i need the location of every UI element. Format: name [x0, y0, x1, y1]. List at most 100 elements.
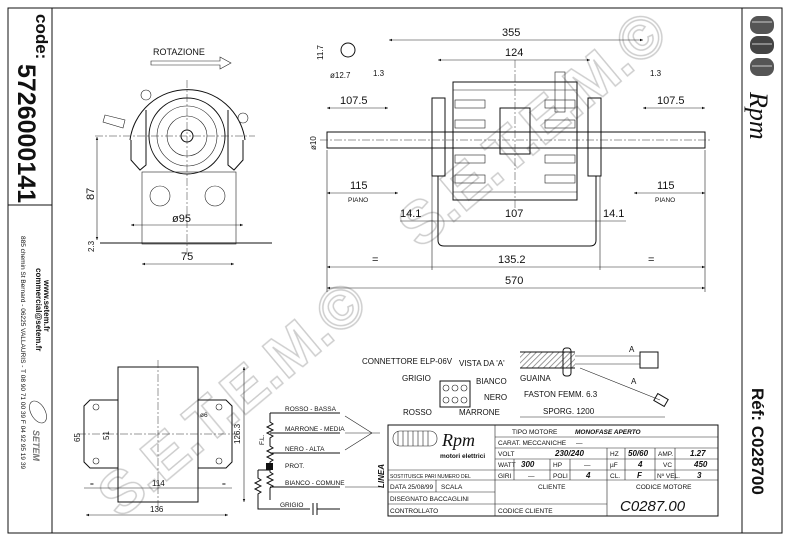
front-view: ROTAZIONE 87 2.3 ø95 75	[85, 47, 272, 266]
drawing-line	[326, 150, 706, 292]
offset-right-text: 14.1	[603, 208, 624, 220]
title-text: CONNETTORE ELP-06V	[362, 357, 453, 366]
cliente-text: CLIENTE	[538, 484, 566, 491]
drawing-line	[387, 424, 719, 517]
hp-label-text: HP	[553, 462, 562, 469]
dim-height: 87	[85, 188, 97, 200]
drawing-line	[562, 347, 572, 377]
view-text: VISTA DA 'A'	[459, 359, 505, 368]
drawing-line	[454, 154, 486, 164]
codice-cliente-text: CODICE CLIENTE	[498, 508, 553, 515]
rpm-coil-logo-small	[392, 430, 438, 447]
sheet-border	[7, 7, 783, 534]
dim-width: 75	[181, 251, 193, 263]
outer-text: 136	[150, 505, 164, 514]
drawing-line	[253, 470, 300, 510]
giri-value-text: —	[528, 473, 535, 480]
flat-label-text: PIANO	[655, 197, 675, 204]
drawing-line	[451, 396, 459, 404]
capacitor-icon	[300, 503, 340, 515]
carat-label-text: CARAT. MECCANICHE	[498, 440, 567, 447]
title-block: Rpm motori elettrici TIPO MOTORE MONOFAS…	[387, 424, 719, 517]
eq-text: =	[372, 254, 378, 266]
email: commercial@setem.fr	[34, 268, 43, 351]
drawing-line	[92, 457, 100, 465]
h1-text: 65	[73, 433, 82, 442]
vel-label-text: Nº VEL.	[657, 473, 680, 480]
flat-right-text: 115	[657, 180, 675, 192]
overall-inner-text: 355	[502, 27, 520, 39]
brand-text: Rpm	[441, 430, 475, 450]
gap-left-text: 1.3	[373, 69, 385, 78]
total-text: 570	[505, 275, 523, 287]
watt-label-text: WATT	[498, 462, 516, 469]
dim-thickness: 2.3	[87, 240, 96, 252]
code-label: code:	[32, 14, 51, 59]
drawing-line	[397, 431, 429, 446]
left-strip: code: 5726000141 www.setem.fr commercial…	[12, 14, 51, 469]
drawing-line	[439, 380, 471, 408]
4-text: GRIGIO	[280, 502, 303, 509]
rotation-label: ROTAZIONE	[153, 47, 205, 57]
tipo-label-text: TIPO MOTORE	[512, 429, 558, 436]
disegnato-text: DISEGNATO BACCAGLINI	[390, 496, 469, 503]
controllato-text: CONTROLLATO	[390, 508, 438, 515]
tipo-value-text: MONOFASE APERTO	[575, 429, 641, 436]
rpm-brand: Rpm	[744, 91, 773, 140]
volt-value-text: 230/240	[554, 449, 584, 458]
drawing-line	[266, 463, 273, 470]
amp-label-text: AMP.	[658, 451, 673, 458]
drawing-line	[129, 89, 246, 141]
dim-diameter: ø95	[172, 213, 191, 225]
drawing-line	[454, 119, 486, 129]
rosso-text: ROSSO	[403, 408, 432, 417]
side-view: 11.7 ø12.7 1.3 1.3 355 124 107.5 107.5 ø…	[309, 27, 712, 292]
brand-sub-text: motori elettrici	[440, 453, 485, 460]
hole-text: ø6	[200, 412, 208, 419]
brand-text: SETEM	[31, 430, 41, 462]
cl-value-text: F	[637, 471, 643, 480]
flat-h-text: 11.7	[316, 44, 325, 60]
flat-left-text: 115	[350, 180, 368, 192]
cable-gland	[554, 71, 566, 113]
length-text: SPORG. 1200	[543, 407, 595, 416]
vc-value-text: 450	[693, 460, 708, 469]
uf-label-text: µF	[610, 462, 618, 469]
carat-value-text: —	[576, 440, 583, 447]
shaft-right-text: 107.5	[657, 95, 685, 107]
drawing-line	[544, 99, 576, 109]
3-text: BIANCO - COMUNE	[285, 480, 345, 487]
shaft-d2-text: ø12.7	[330, 71, 351, 80]
data-text: DATA 25/08/99	[390, 484, 434, 491]
watt-value-text: 300	[521, 460, 535, 469]
0-text: ROSSO - BASSA	[285, 406, 337, 413]
eq-text: =	[90, 481, 94, 488]
drawing-line	[750, 58, 774, 76]
drawing-line	[102, 114, 126, 129]
codice-motore-label-text: CODICE MOTORE	[636, 484, 692, 491]
drawing-line	[392, 430, 438, 447]
section-text: A	[629, 345, 635, 354]
flat-label-text: PIANO	[348, 197, 368, 204]
drawing-line	[544, 154, 576, 164]
fl-text: F.L.	[259, 434, 266, 445]
shaft-left-text: 107.5	[340, 95, 368, 107]
drawing-line	[215, 403, 223, 411]
drawing-line	[29, 400, 47, 424]
giri-label-text: GIRI	[498, 473, 512, 480]
drawing-line	[750, 16, 774, 34]
drawing-line	[442, 384, 468, 404]
drawing-line	[575, 355, 661, 401]
drawing-line	[587, 97, 602, 177]
cl-label-text: CL.	[610, 473, 620, 480]
sheath-text: GUAINA	[520, 374, 551, 383]
gap-right-text: 1.3	[650, 69, 662, 78]
motor-code: C0287.00	[620, 498, 686, 515]
marrone-text: MARRONE	[459, 408, 500, 417]
watermark-text: S.E.T.E.M.©	[85, 268, 379, 530]
right-strip: Rpm Réf: C028700	[744, 16, 774, 495]
offset-left-text: 14.1	[400, 208, 421, 220]
bottom-view: 65 51 ø6 126.3 = 114 = 136	[73, 360, 246, 517]
bianco-text: BIANCO	[476, 377, 507, 386]
